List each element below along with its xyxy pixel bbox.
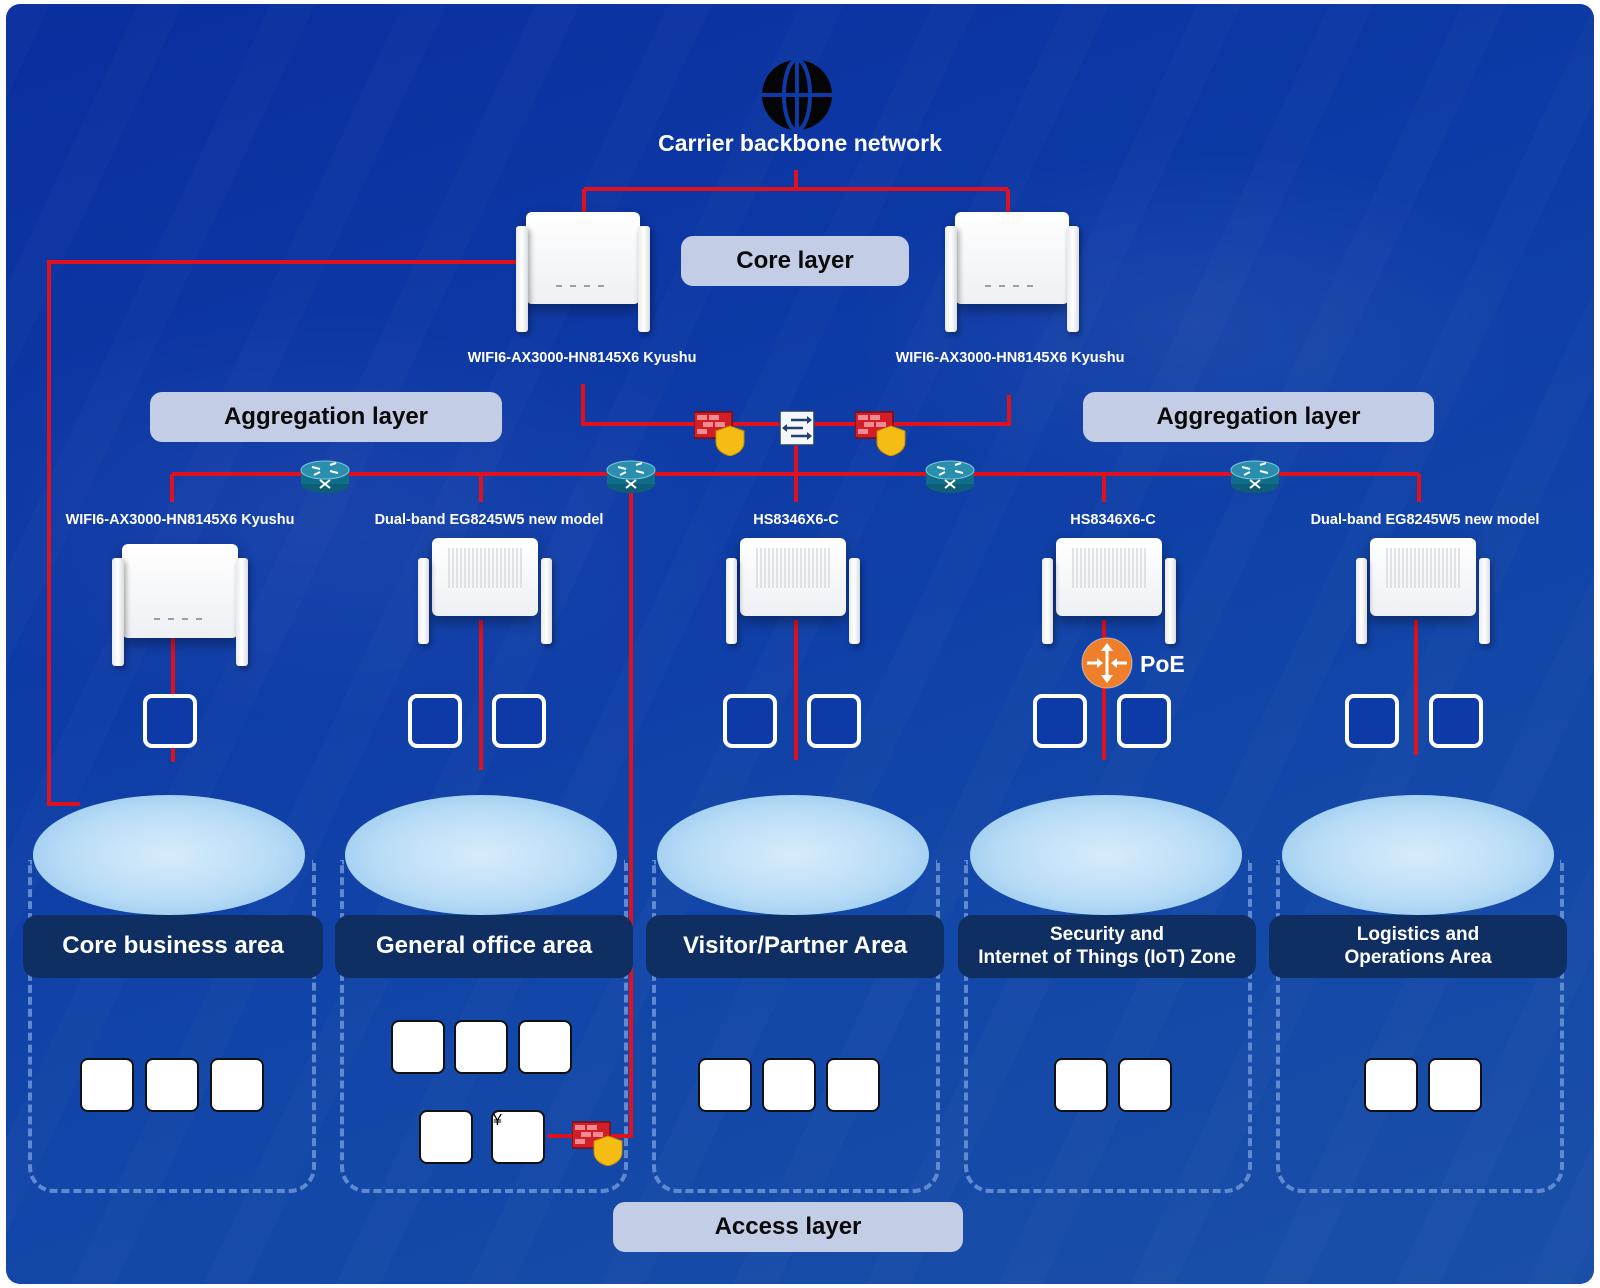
end-device-television[interactable]: [826, 1058, 880, 1112]
router-icon: [606, 460, 656, 493]
firewall-shield-icon: [694, 411, 745, 456]
firewall-shield-icon: [855, 411, 906, 456]
core-router-left[interactable]: [516, 212, 650, 334]
area-title-visitor-partner: Visitor/Partner Area: [646, 915, 944, 978]
end-device-access-control-card[interactable]: [1118, 1058, 1172, 1112]
wifi-badge: [1429, 694, 1483, 748]
switch-icon: [779, 410, 815, 446]
area-title-text: General office area: [375, 932, 593, 960]
access-device-label-1: WIFI6-AX3000-HN8145X6 Kyushu: [65, 512, 295, 528]
end-device-tools[interactable]: [1364, 1058, 1418, 1112]
wifi-badge: [492, 694, 546, 748]
ethernet-port-badge: [408, 694, 462, 748]
end-device-desktop-monitor[interactable]: [762, 1058, 816, 1112]
aggregation-layer-label-left: Aggregation layer: [150, 392, 502, 442]
router-icon: [925, 460, 975, 493]
area-title-general-office: General office area: [335, 915, 633, 978]
ethernet-port-badge: [143, 694, 197, 748]
access-device-label-4: HS8346X6-C: [1070, 512, 1156, 528]
area-title-core-business: Core business area: [23, 915, 323, 978]
aggregation-layer-label-right: Aggregation layer: [1083, 392, 1434, 442]
access-device-label-3: HS8346X6-C: [753, 512, 839, 528]
access-layer-label: Access layer: [613, 1202, 963, 1252]
end-device-television[interactable]: [518, 1020, 572, 1074]
zone-visitor-partner: [652, 860, 940, 1193]
end-device-smartphone[interactable]: [698, 1058, 752, 1112]
access-device-label-5: Dual-band EG8245W5 new model: [1310, 512, 1540, 528]
wifi-badge: [807, 694, 861, 748]
area-title-text: Core business area: [62, 932, 284, 960]
core-router-right[interactable]: [945, 212, 1079, 334]
end-device-robotic-arm[interactable]: [210, 1058, 264, 1112]
firewall-shield-icon: [572, 1121, 623, 1166]
area-platform: [657, 795, 929, 915]
ethernet-port-badge: [1345, 694, 1399, 748]
area-title-line2: Operations Area: [1344, 946, 1492, 968]
end-device-desktop-monitor[interactable]: [80, 1058, 134, 1112]
core-layer-label: Core layer: [681, 236, 909, 286]
end-device-server-rack[interactable]: [145, 1058, 199, 1112]
poe-switch-icon: [1081, 637, 1133, 689]
ethernet-port-badge: [1033, 694, 1087, 748]
core-device-label-right: WIFI6-AX3000-HN8145X6 Kyushu: [895, 350, 1125, 366]
poe-label: PoE: [1140, 651, 1185, 677]
area-platform: [1282, 795, 1554, 915]
zone-core-business: [28, 860, 316, 1193]
svg-text:¥: ¥: [493, 1112, 502, 1129]
access-router-3[interactable]: [726, 538, 860, 646]
access-router-4[interactable]: [1042, 538, 1176, 646]
end-device-desktop-monitor[interactable]: [454, 1020, 508, 1074]
zone-logistics-operations: [1276, 860, 1564, 1193]
end-device-alarm-bell[interactable]: [1428, 1058, 1482, 1112]
area-platform: [33, 795, 305, 915]
access-router-5[interactable]: [1356, 538, 1490, 646]
end-device-security-camera[interactable]: [1054, 1058, 1108, 1112]
area-title-line1: Logistics and: [1356, 923, 1480, 945]
end-device-finance-coins[interactable]: ¥: [491, 1110, 545, 1164]
globe-icon: [762, 58, 832, 132]
area-title-text: Visitor/Partner Area: [682, 932, 908, 960]
area-title-line1: Security and: [1049, 923, 1165, 945]
area-platform: [970, 795, 1242, 915]
finance-coins-icon: ¥: [493, 1112, 502, 1130]
access-device-label-2: Dual-band EG8245W5 new model: [374, 512, 604, 528]
access-router-2[interactable]: [418, 538, 552, 646]
zone-security-iot: [964, 860, 1252, 1193]
area-platform: [345, 795, 617, 915]
router-icon: [1230, 460, 1280, 493]
ethernet-port-badge: [723, 694, 777, 748]
end-device-smartphone[interactable]: [391, 1020, 445, 1074]
end-device-meeting-room[interactable]: [419, 1110, 473, 1164]
access-router-1[interactable]: [112, 544, 248, 668]
diagram-canvas: [6, 4, 1594, 1284]
router-icon: [300, 460, 350, 493]
backbone-label: Carrier backbone network: [658, 130, 942, 156]
core-device-label-left: WIFI6-AX3000-HN8145X6 Kyushu: [467, 350, 697, 366]
wifi-badge: [1117, 694, 1171, 748]
area-title-line2: Internet of Things (IoT) Zone: [978, 946, 1236, 968]
zone-general-office: [340, 860, 628, 1193]
